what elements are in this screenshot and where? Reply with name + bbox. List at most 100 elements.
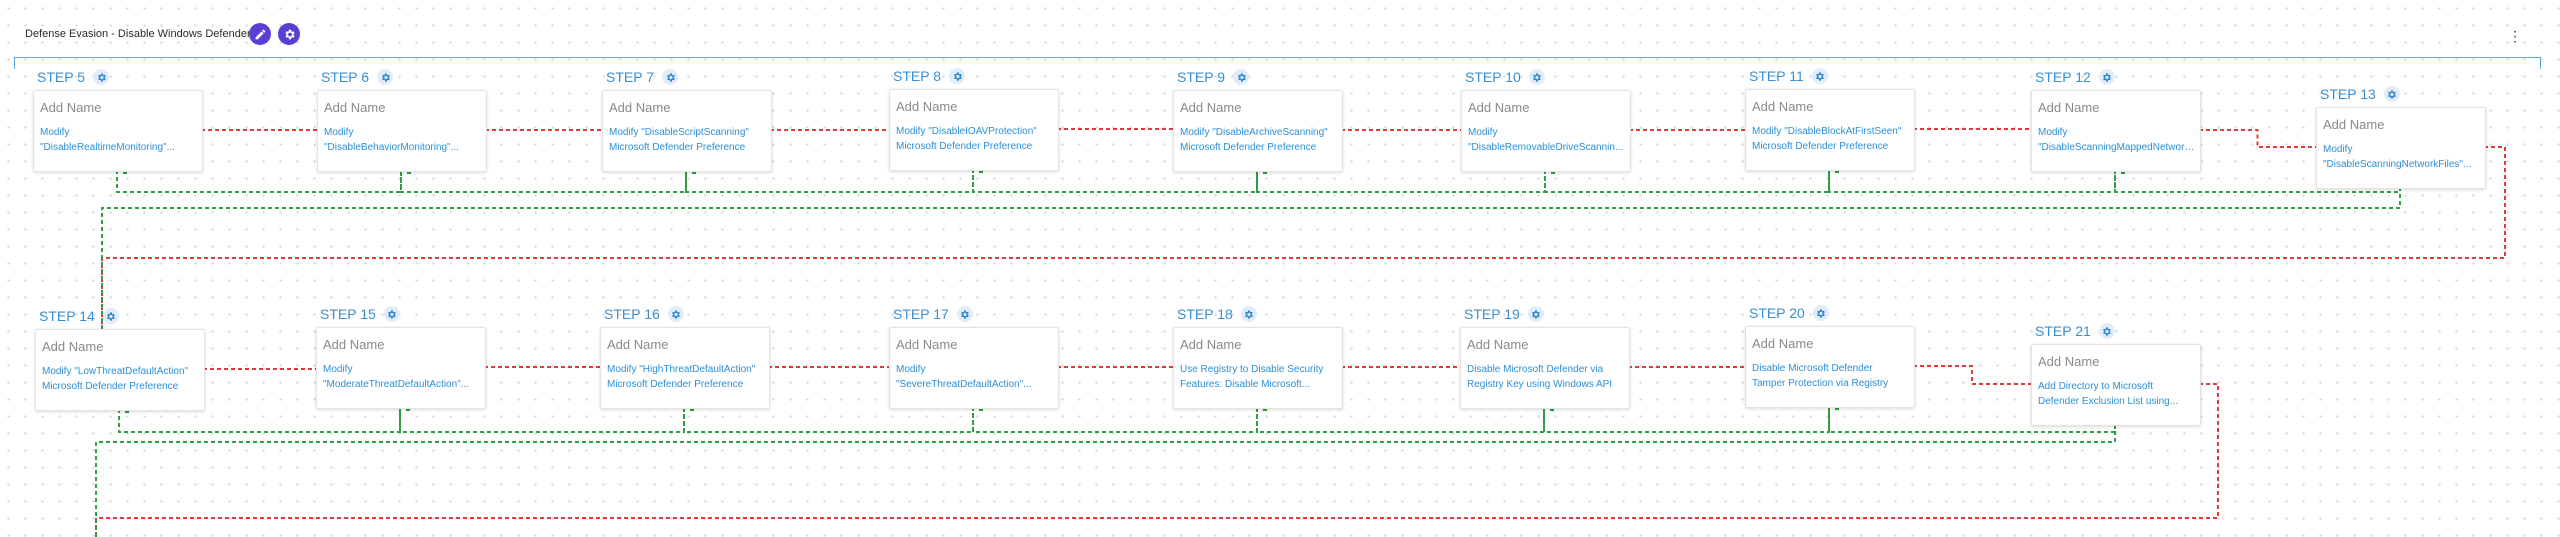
step-label: STEP 10 [1465,69,1545,85]
workflow-settings-button[interactable] [278,23,300,45]
connector-port[interactable] [406,407,410,411]
step-name-input[interactable]: Add Name [1180,337,1242,352]
step-description-line: Microsoft Defender Preference [42,381,179,392]
step-settings-gear-icon[interactable] [1811,68,1828,84]
step-name-input[interactable]: Add Name [42,339,104,354]
step-description-line: "DisableScanningMappedNetworkDrivesForFu… [2038,142,2196,153]
step-description: Modify "DisableArchiveScanning" Microsoft… [1180,125,1338,156]
step-description-line: Registry Key using Windows API [1467,379,1613,390]
connector-port[interactable] [125,409,129,413]
step-name-input[interactable]: Add Name [1752,99,1814,114]
step-name-input[interactable]: Add Name [2038,354,2100,369]
success-connector [972,169,1258,193]
step-settings-gear-icon[interactable] [662,69,678,85]
step-title: STEP 14 [39,308,95,324]
step-name-input[interactable]: Add Name [1180,100,1242,115]
step-name-input[interactable]: Add Name [896,337,958,352]
step-settings-gear-icon[interactable] [667,306,684,322]
step-settings-gear-icon[interactable] [2098,69,2115,85]
step-title: STEP 20 [1749,305,1805,321]
step-name-input[interactable]: Add Name [607,337,669,352]
step-name-input[interactable]: Add Name [1467,337,1529,352]
success-connector [1828,169,2116,193]
step-name-input[interactable]: Add Name [2038,100,2100,115]
step-settings-gear-icon[interactable] [1240,306,1257,322]
step-settings-gear-icon[interactable] [1528,69,1545,85]
connector-port[interactable] [1550,407,1554,411]
failure-connector [1913,365,2031,385]
step-settings-gear-icon[interactable] [1233,69,1249,85]
step-settings-gear-icon[interactable] [2098,323,2115,339]
step-title: STEP 6 [321,69,369,85]
step-description-line: Defender Exclusion List using... [2038,396,2179,407]
connector-port[interactable] [1551,170,1555,174]
step-name-input[interactable]: Add Name [2323,117,2385,132]
step-name-input[interactable]: Add Name [324,100,386,115]
step-description: Modify "DisableIOAVProtection"Microsoft … [896,124,1054,155]
connector-port[interactable] [692,170,696,174]
step-settings-gear-icon[interactable] [93,69,109,85]
connector-port[interactable] [690,407,694,411]
step-name-input[interactable]: Add Name [1468,100,1530,115]
step-settings-gear-icon[interactable] [956,306,973,322]
step-settings-gear-icon[interactable] [2383,86,2400,102]
step-name-input[interactable]: Add Name [609,100,671,115]
step-name-input[interactable]: Add Name [896,99,958,114]
step-description-line: Tamper Protection via Registry [1752,378,1889,389]
step-description-line: "DisableRealtimeMonitoring"... [40,142,175,153]
step-description-line: Modify "LowThreatDefaultAction" [42,366,189,377]
connector-port[interactable] [1835,169,1839,173]
connector-port[interactable] [1263,170,1267,174]
success-connector [683,407,974,433]
connector-port[interactable] [2121,170,2125,174]
step-name-input[interactable]: Add Name [323,337,385,352]
step-description-line: "DisableRemovableDriveScannin... [1468,142,1624,153]
connector-port[interactable] [123,170,127,174]
success-connector [118,407,401,433]
success-connector [1543,406,1830,433]
step-settings-gear-icon[interactable] [1527,306,1544,322]
kebab-menu-icon[interactable]: ⋮ [2508,28,2522,44]
edit-button[interactable] [249,23,271,45]
connector-port[interactable] [1263,407,1267,411]
connector-port[interactable] [407,170,411,174]
step-settings-gear-icon[interactable] [377,69,393,85]
step-title: STEP 7 [606,69,654,85]
step-settings-gear-icon[interactable] [102,308,119,324]
step-description-line: Microsoft Defender Preference [607,379,744,390]
connector-port[interactable] [979,169,983,173]
step-description: Modify "DisableScriptScanning"Microsoft … [609,125,767,156]
step-settings-gear-icon[interactable] [383,306,400,322]
step-name-input[interactable]: Add Name [40,100,102,115]
connector-port[interactable] [979,407,983,411]
step-settings-gear-icon[interactable] [1812,305,1829,321]
step-label: STEP 8 [893,68,965,84]
step-description: Modify"ModerateThreatDefaultAction"... [323,362,481,393]
step-description-line: Microsoft Defender Preference [1180,142,1317,153]
step-name-input[interactable]: Add Name [1752,336,1814,351]
step-description-line: Modify "DisableScriptScanning" [609,127,749,138]
step-title: STEP 8 [893,68,941,84]
step-settings-gear-icon[interactable] [949,68,965,84]
step-description-line: Modify "DisableArchiveScanning" [1180,127,1328,138]
step-title: STEP 10 [1465,69,1521,85]
connector-port[interactable] [1835,406,1839,410]
